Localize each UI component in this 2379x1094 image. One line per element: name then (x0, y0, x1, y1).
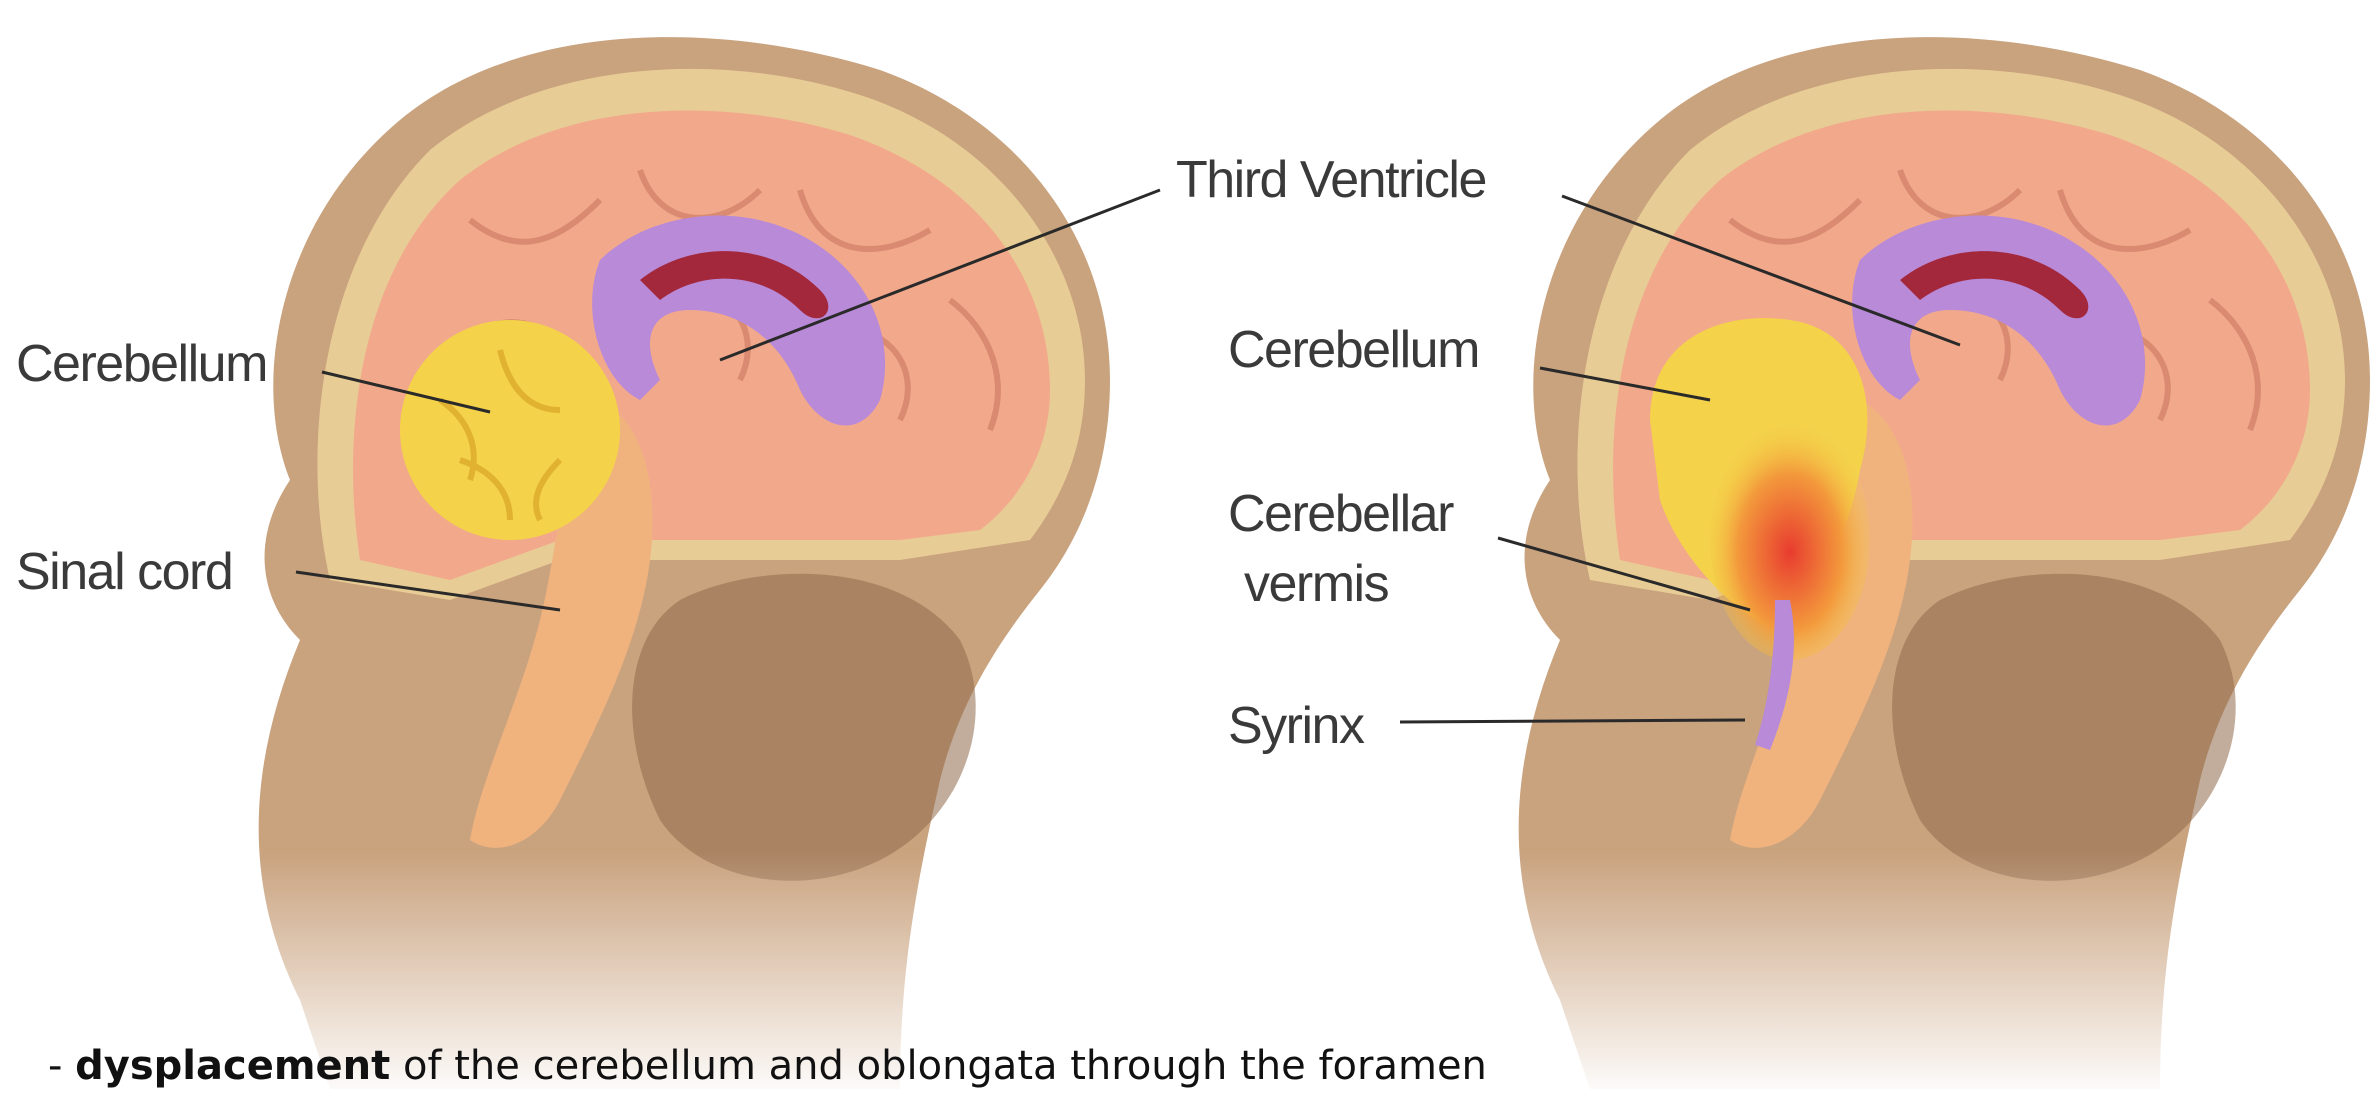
syrinx-label: Syrinx (1228, 700, 1363, 752)
left-cerebellum-label: Cerebellum (16, 338, 267, 390)
right-cerebellum-label: Cerebellum (1228, 324, 1479, 376)
third-ventricle-label: Third Ventricle (1176, 154, 1486, 206)
right-fade (1510, 560, 2379, 1089)
left-fade (250, 560, 1150, 1089)
leader-syrinx (1400, 720, 1745, 722)
cerebellar-vermis-label-line2: vermis (1244, 558, 1388, 610)
right-head (1510, 37, 2379, 1089)
left-spinal-cord-label: Sinal cord (16, 546, 232, 598)
caption-text: - dysplacement of the cerebellum and obl… (48, 1046, 1487, 1086)
caption-bold-term: dysplacement (75, 1043, 390, 1089)
left-head (250, 37, 1150, 1089)
cerebellar-vermis-label-line1: Cerebellar (1228, 488, 1453, 540)
caption-prefix: - (48, 1043, 75, 1089)
caption-rest: of the cerebellum and oblongata through … (390, 1043, 1487, 1089)
